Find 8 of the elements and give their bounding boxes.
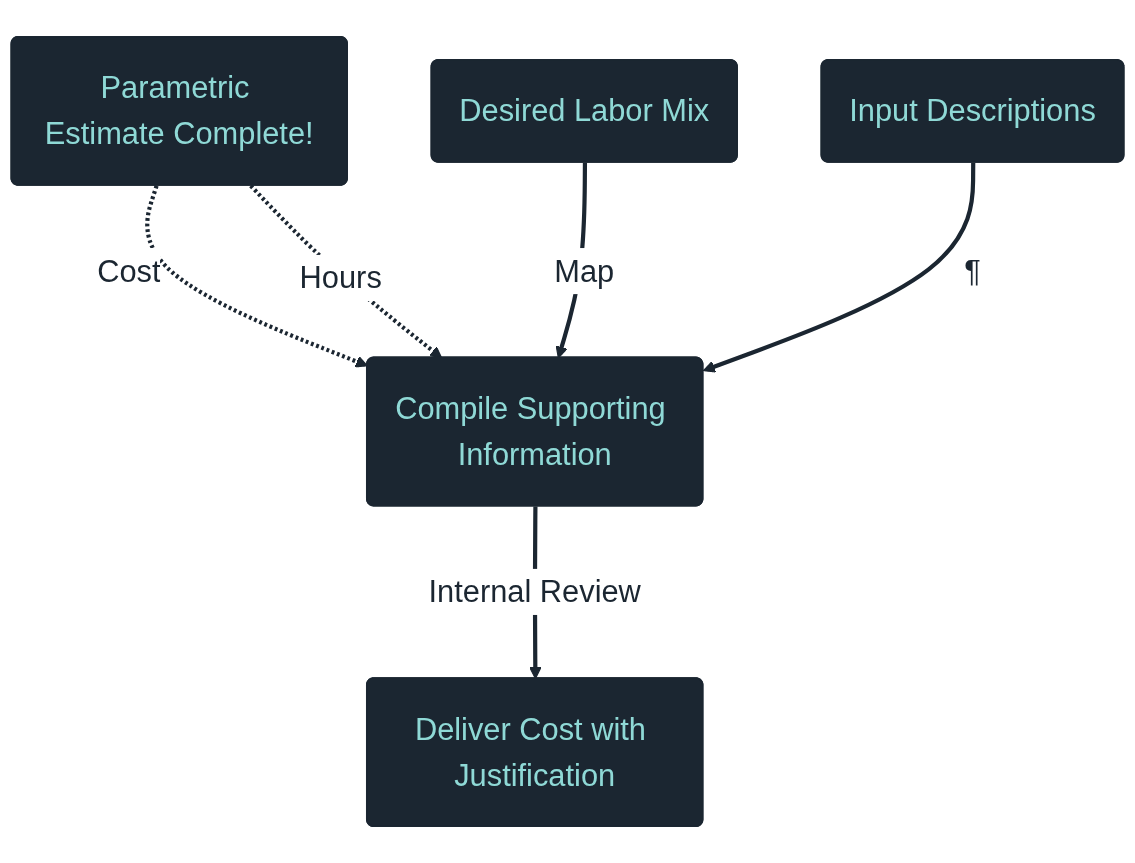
edge-label: Hours [299,260,382,296]
edge-label: ¶ [964,253,981,289]
arrow [702,162,976,373]
arrow [145,185,368,368]
edge-label: Cost [97,253,161,289]
arrow [249,184,443,359]
edge-label: Internal Review [428,574,641,610]
edge-label: Map [554,253,615,289]
